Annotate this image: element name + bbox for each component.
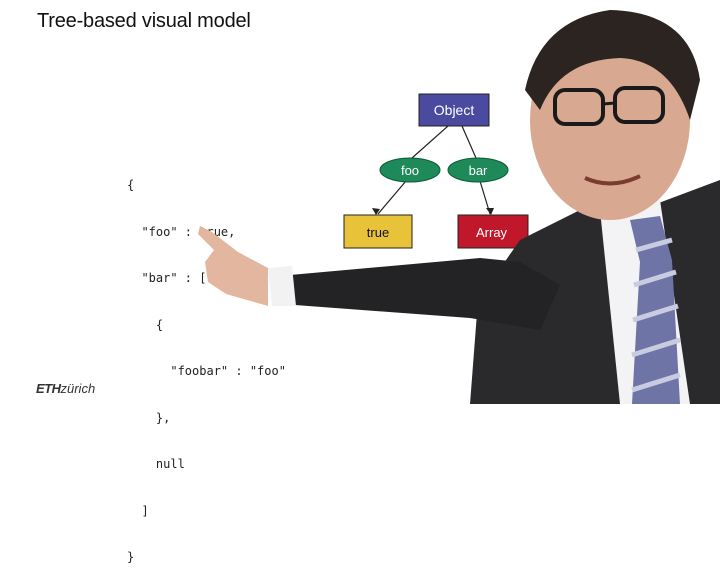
edge-label-bar [447, 157, 509, 183]
presenter-hair [525, 10, 700, 120]
tree-node-object [418, 93, 490, 127]
presenter-hand [198, 226, 268, 306]
code-line: { [127, 317, 164, 332]
code-line: "bar" : [ [127, 271, 207, 285]
tree-node-object-label: Object [434, 102, 475, 118]
tree-node-array-label: Array [476, 225, 508, 240]
tree-node-array [457, 214, 529, 249]
code-line: } [127, 550, 135, 564]
eth-zurich-logo: ETHzürich [36, 381, 95, 396]
code-line: }, [127, 410, 171, 425]
edge-foo-true [377, 180, 407, 215]
presenter-mouth [584, 174, 641, 186]
arrowhead-array [486, 208, 494, 215]
presenter-tie [630, 216, 680, 404]
presenter-arm [290, 258, 560, 330]
edge-root-bar [461, 125, 477, 159]
edge-label-foo [379, 157, 441, 183]
code-line: ] [127, 503, 149, 518]
tree-node-true-label: true [367, 225, 389, 240]
presenter-cuff [268, 266, 296, 306]
logo-zurich-text: zürich [60, 381, 96, 396]
logo-eth-text: ETH [36, 381, 61, 396]
arrowhead-true [372, 208, 380, 215]
code-line: { [127, 178, 135, 192]
presenter-tie-stripes [631, 237, 681, 393]
code-line: null [127, 457, 185, 471]
presenter-glasses-right [613, 86, 665, 124]
edge-root-foo [411, 125, 449, 159]
code-line: "foobar" : "foo" [127, 364, 286, 378]
tree-diagram: Object foo bar true Array [343, 93, 529, 249]
tree-node-true [343, 214, 413, 249]
presenter-glasses-bridge [602, 101, 616, 106]
edge-label-foo-text: foo [401, 163, 419, 178]
slide-title: Tree-based visual model [37, 10, 251, 32]
presenter-video-overlay [198, 10, 720, 404]
edge-label-bar-text: bar [469, 163, 488, 178]
presenter-glasses-left [553, 88, 605, 126]
